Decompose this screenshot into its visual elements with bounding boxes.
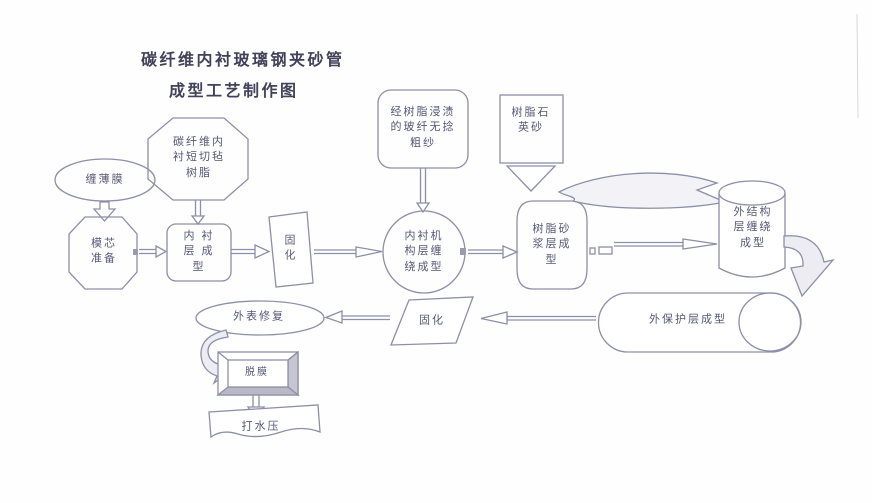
arrow-tail-mark bbox=[460, 248, 466, 255]
demold-box-inner bbox=[227, 359, 289, 388]
cf-mat-resin-octagon bbox=[147, 117, 249, 201]
roving-box bbox=[377, 89, 469, 169]
demold-box-edge bbox=[287, 351, 299, 361]
arrowhead-liner-to-cure1-icon bbox=[254, 243, 271, 260]
arrowhead-winding-to-mortar-icon bbox=[502, 245, 519, 259]
arrow-film-to-core-icon bbox=[92, 201, 117, 222]
arrow-tail-mark bbox=[589, 247, 596, 255]
arrowhead-protective-to-cure2-icon bbox=[480, 311, 508, 325]
outer-structural-cylinder bbox=[718, 193, 786, 278]
page-subtitle: 成型工艺制作图 bbox=[169, 83, 299, 100]
arrowhead-sand-to-mortar-icon bbox=[505, 165, 557, 192]
cure2-parallelogram bbox=[390, 296, 474, 346]
arrowhead-cure1-to-winding-icon bbox=[355, 246, 383, 258]
wrap-film-ellipse bbox=[54, 158, 156, 202]
liner-forming-box bbox=[166, 223, 232, 282]
quartz-sand-box bbox=[499, 94, 564, 164]
outer-protective-end-circle bbox=[738, 292, 802, 352]
arrowhead-octagon-liner-icon bbox=[190, 215, 206, 226]
arrowhead-mortar-to-outerstructural-icon bbox=[682, 238, 718, 250]
surface-repair-ellipse bbox=[195, 300, 325, 336]
outer-protective-capsule bbox=[597, 292, 802, 353]
page-title: 碳纤维内衬玻璃钢夹砂管 bbox=[141, 52, 345, 69]
scan-edge-artifact bbox=[856, 13, 859, 119]
arrow-tail-mark bbox=[598, 246, 613, 255]
swoosh-arrow-icon bbox=[557, 172, 728, 209]
cure1-box bbox=[268, 211, 314, 288]
core-prep-octagon bbox=[68, 216, 138, 290]
resin-mortar-barrel bbox=[516, 200, 588, 290]
arrowhead-core-to-liner-icon bbox=[155, 244, 168, 259]
arrow-tail-mark bbox=[133, 249, 138, 255]
demold-box-edge bbox=[217, 351, 229, 361]
water-pressure-banner bbox=[208, 404, 321, 439]
liner-winding-circle bbox=[382, 210, 466, 294]
outer-structural-cylinder-top bbox=[718, 180, 786, 206]
arrowhead-cure2-to-repair-icon bbox=[324, 310, 343, 324]
ribbon-arrow-icon bbox=[783, 235, 835, 298]
demold-box-bevel-bottom bbox=[216, 386, 300, 396]
arrowhead-roving-circle-icon bbox=[415, 202, 431, 214]
